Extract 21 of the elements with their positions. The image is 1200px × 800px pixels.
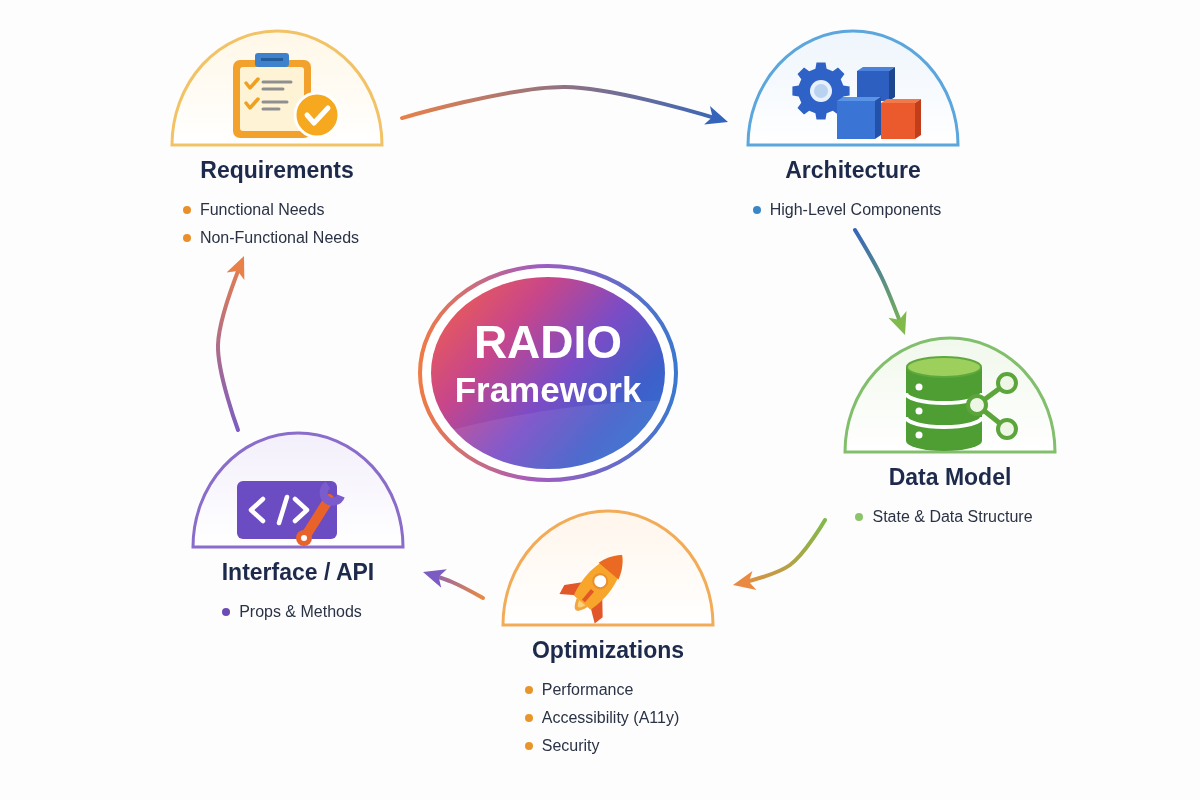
bullet-text: Performance [541, 680, 634, 700]
arrow [400, 85, 730, 125]
bullet-text: State & Data Structure [872, 507, 1033, 527]
stage-title: Optimizations [531, 636, 685, 664]
bullet-text: Accessibility (A11y) [541, 708, 680, 728]
center-subtitle: Framework [454, 370, 642, 410]
stage-title: Architecture [785, 156, 921, 184]
bullet-text: Security [541, 736, 600, 756]
arrow [731, 518, 827, 590]
stage-title: Interface / API [221, 558, 375, 586]
bullet-text: Non-Functional Needs [199, 228, 360, 248]
bullet-text: Props & Methods [239, 602, 362, 622]
arrow [853, 228, 907, 337]
arrow [421, 569, 485, 600]
stage-title: Requirements [200, 156, 354, 184]
center-ellipse [416, 262, 680, 484]
stage-title: Data Model [888, 463, 1012, 491]
arrow [216, 254, 246, 432]
center-title: RADIO [473, 316, 623, 369]
bullet-text: Functional Needs [199, 200, 325, 220]
bullet-text: High-Level Components [769, 200, 942, 220]
